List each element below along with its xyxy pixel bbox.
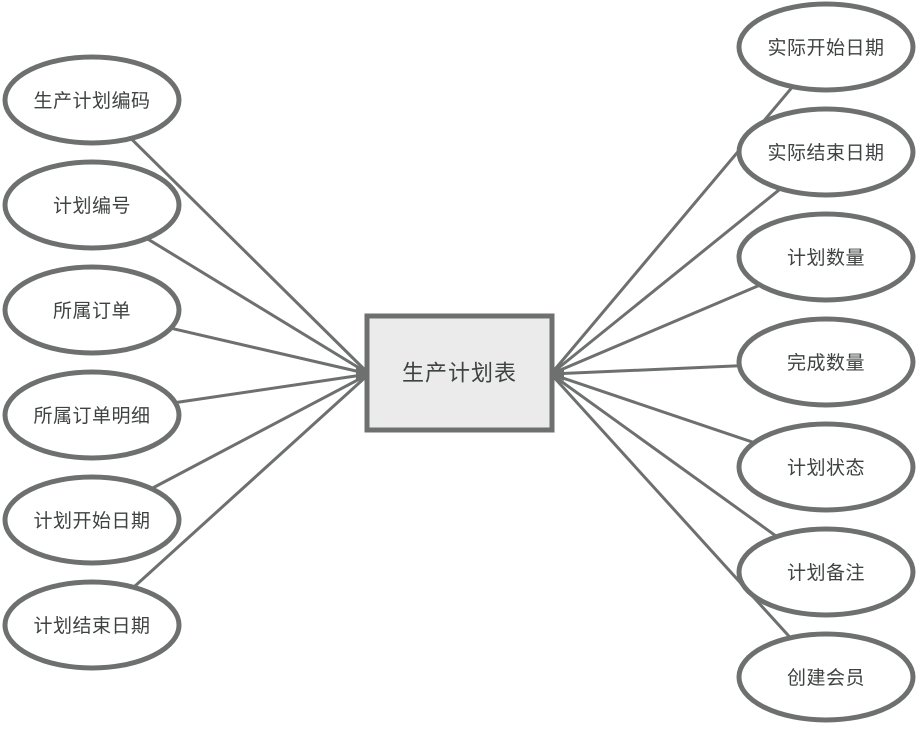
attribute-ellipse[interactable] (2, 369, 182, 461)
attribute-label: 计划数量 (787, 247, 865, 269)
connector-right-5 (550, 372, 778, 538)
connector-right-3 (550, 364, 740, 376)
attribute-label: 完成数量 (787, 352, 865, 374)
attribute-label: 计划编号 (53, 195, 131, 217)
attribute-node-right-4[interactable]: 计划状态 (736, 421, 916, 513)
attribute-node-left-1[interactable]: 计划编号 (2, 159, 182, 251)
attribute-ellipse[interactable] (2, 54, 182, 146)
attribute-node-right-5[interactable]: 计划备注 (736, 526, 916, 618)
attribute-ellipse[interactable] (2, 579, 182, 671)
attribute-ellipse[interactable] (2, 264, 182, 356)
attribute-node-right-0[interactable]: 实际开始日期 (736, 1, 916, 93)
connector-left-3 (175, 372, 370, 405)
attribute-node-left-3[interactable]: 所属订单明细 (2, 369, 182, 461)
attribute-label: 计划结束日期 (33, 615, 150, 637)
connector-right-2 (550, 283, 761, 376)
connector-left-1 (145, 237, 370, 376)
connector-left-4 (150, 372, 370, 490)
attribute-node-right-1[interactable]: 实际结束日期 (736, 106, 916, 198)
attribute-label: 生产计划编码 (33, 90, 150, 112)
attribute-node-right-2[interactable]: 计划数量 (736, 211, 916, 303)
attribute-node-left-0[interactable]: 生产计划编码 (2, 54, 182, 146)
arrowhead-right (551, 367, 564, 381)
attribute-label: 计划状态 (787, 457, 865, 479)
attribute-label: 所属订单明细 (33, 405, 150, 427)
attribute-node-left-2[interactable]: 所属订单 (2, 264, 182, 356)
connector-right-4 (550, 372, 755, 445)
attribute-ellipse[interactable] (736, 211, 916, 303)
attribute-label: 计划开始日期 (33, 510, 150, 532)
attribute-ellipse[interactable] (736, 1, 916, 93)
entity-rectangle[interactable] (364, 313, 555, 433)
attribute-node-right-3[interactable]: 完成数量 (736, 316, 916, 408)
attribute-label: 实际开始日期 (767, 37, 884, 59)
entity-node-group[interactable]: 生产计划表 (364, 313, 555, 433)
attribute-label: 所属订单 (53, 300, 131, 322)
attribute-node-left-4[interactable]: 计划开始日期 (2, 474, 182, 566)
attribute-ellipse[interactable] (2, 474, 182, 566)
connector-left-2 (170, 326, 370, 376)
attribute-node-right-6[interactable]: 创建会员 (736, 631, 916, 723)
connector-right-1 (550, 187, 782, 376)
entity-label: 生产计划表 (402, 362, 517, 387)
arrowhead-left (356, 367, 369, 381)
attribute-node-left-5[interactable]: 计划结束日期 (2, 579, 182, 671)
arrowheads-group (356, 367, 564, 381)
connector-left-0 (129, 137, 371, 376)
attribute-label: 计划备注 (787, 562, 865, 584)
connector-left-5 (132, 372, 371, 589)
attribute-ellipse[interactable] (736, 316, 916, 408)
attribute-ellipse[interactable] (736, 106, 916, 198)
attribute-label: 创建会员 (787, 667, 865, 689)
attribute-ellipse[interactable] (2, 159, 182, 251)
attribute-ellipse[interactable] (736, 631, 916, 723)
attribute-ellipse[interactable] (736, 526, 916, 618)
attribute-ellipse[interactable] (736, 421, 916, 513)
attribute-label: 实际结束日期 (767, 142, 884, 164)
